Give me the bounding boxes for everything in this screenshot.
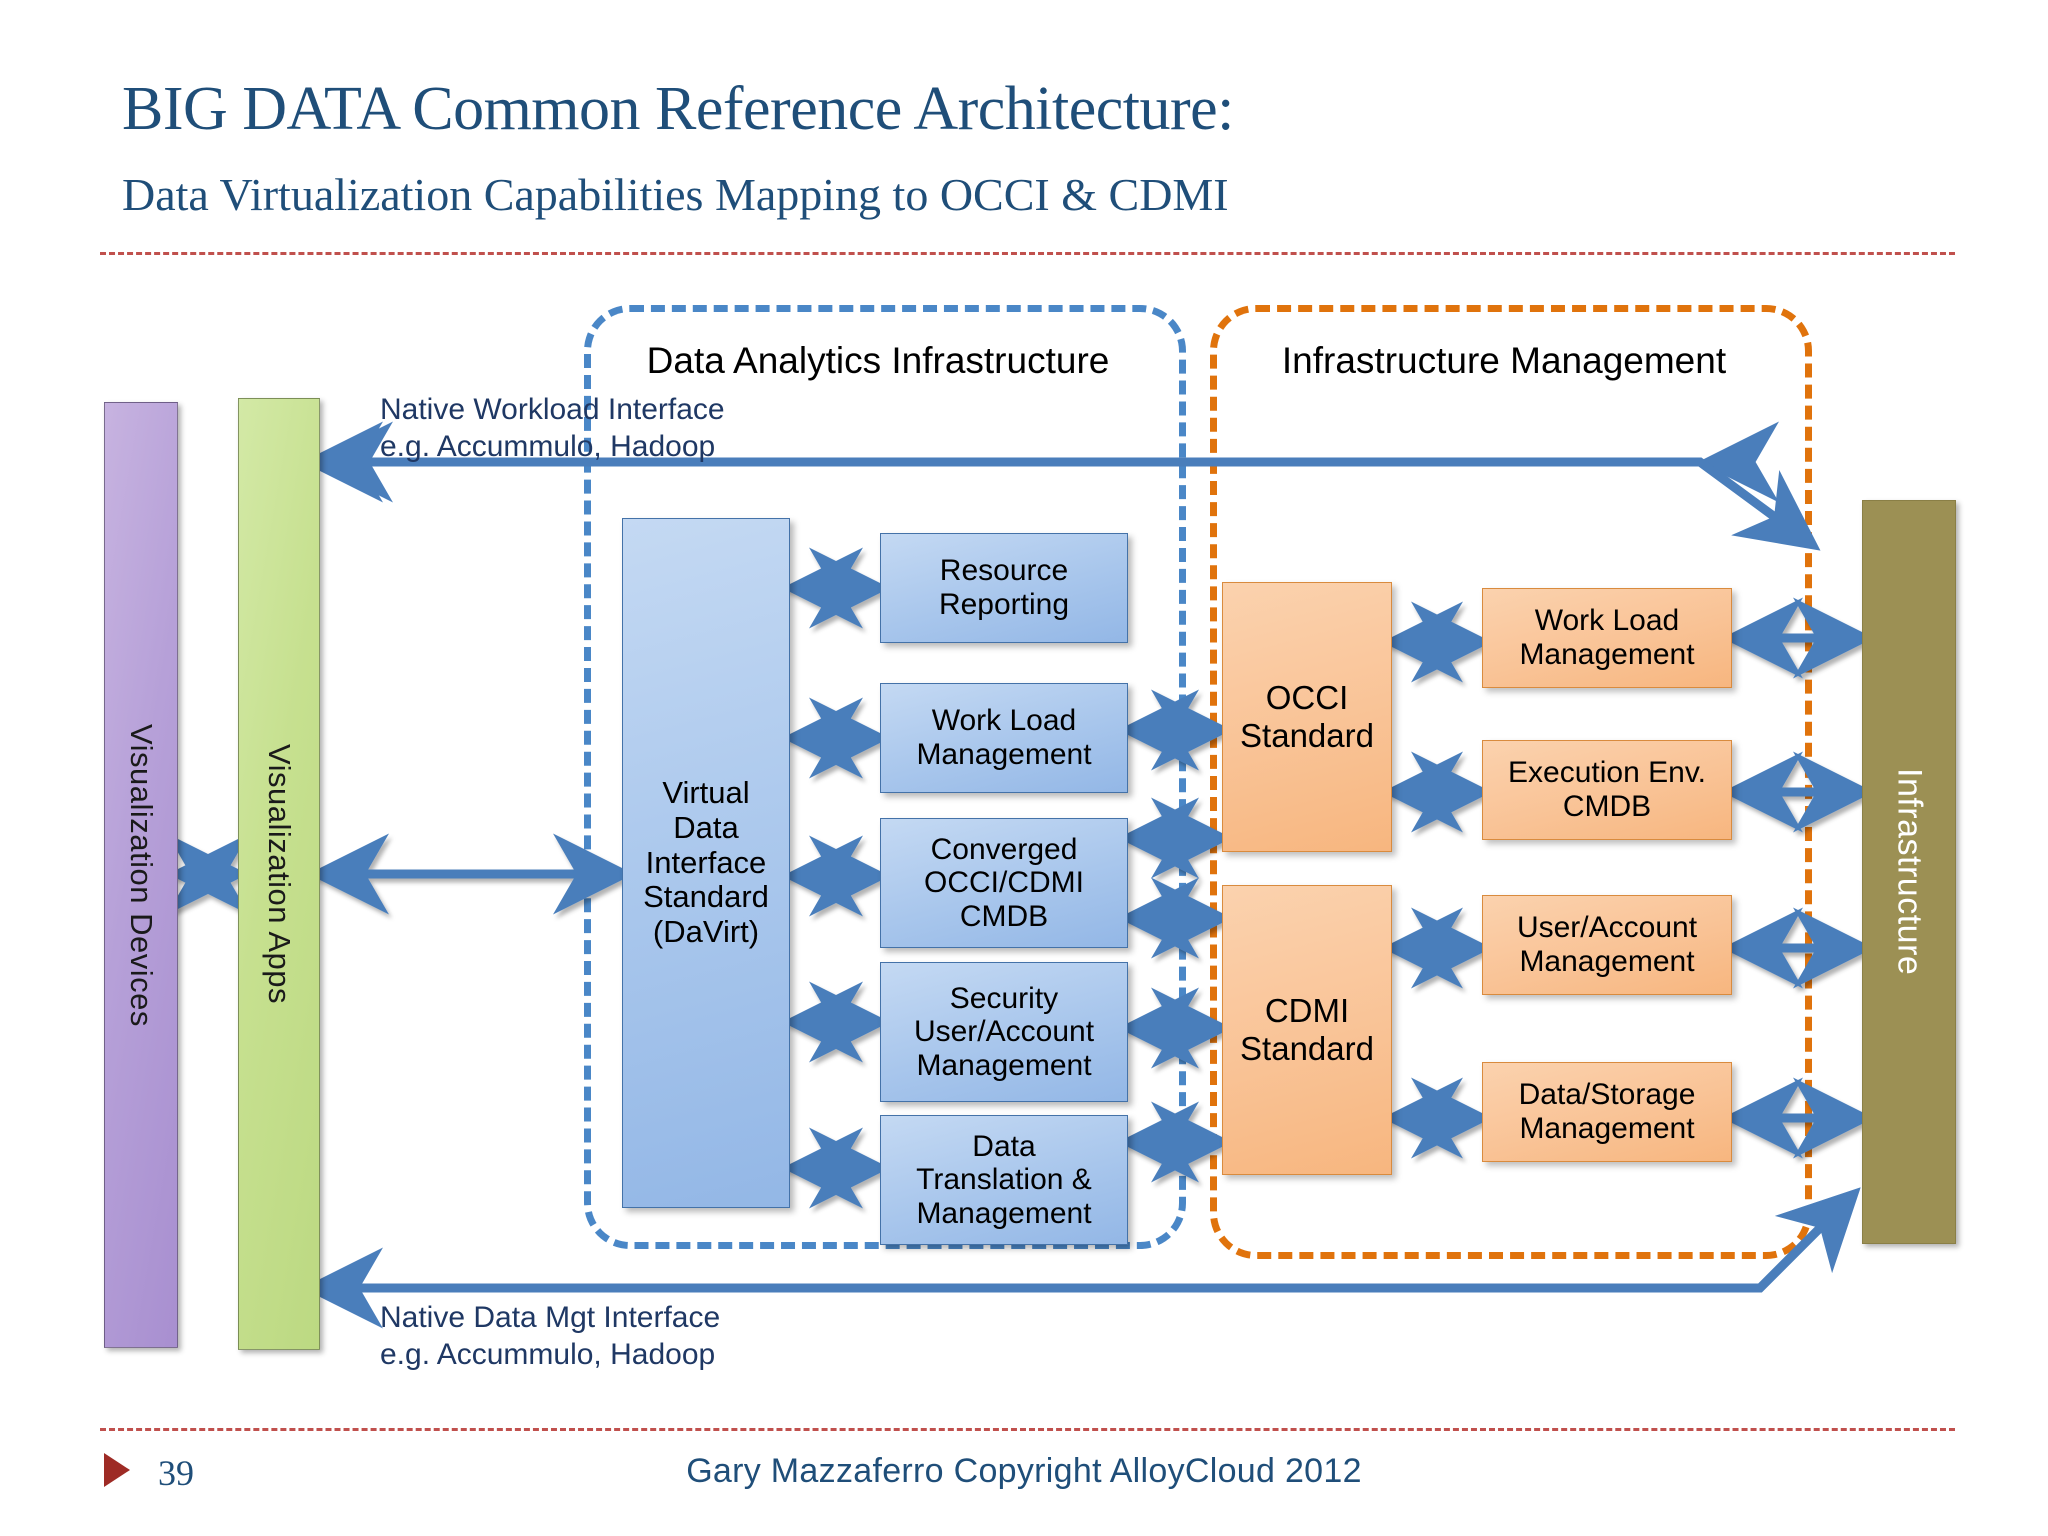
box-work-load-management[interactable]: Work Load Management bbox=[880, 683, 1128, 793]
footer-divider bbox=[100, 1428, 1955, 1431]
annotation-native-workload-interface: Native Workload Interface e.g. Accummulo… bbox=[380, 393, 725, 463]
page-title: BIG DATA Common Reference Architecture: bbox=[122, 75, 1234, 143]
bar-visualization-devices-label: Visualization Devices bbox=[124, 723, 159, 1027]
region-label-data-analytics: Data Analytics Infrastructure bbox=[646, 340, 1110, 381]
page-number: 39 bbox=[158, 1453, 194, 1493]
box-occi-standard[interactable]: OCCI Standard bbox=[1222, 582, 1392, 852]
box-data-storage-management[interactable]: Data/Storage Management bbox=[1482, 1062, 1732, 1162]
box-converged-occi-cdmi-cmdb[interactable]: Converged OCCI/CDMI CMDB bbox=[880, 818, 1128, 948]
bar-visualization-devices[interactable]: Visualization Devices bbox=[104, 402, 178, 1348]
header-divider bbox=[100, 252, 1955, 255]
box-cdmi-standard[interactable]: CDMI Standard bbox=[1222, 885, 1392, 1175]
bar-infrastructure-label: Infrastructure bbox=[1890, 768, 1929, 976]
bar-visualization-apps[interactable]: Visualization Apps bbox=[238, 398, 320, 1350]
page-marker-triangle-icon bbox=[104, 1453, 130, 1487]
region-label-infra-management: Infrastructure Management bbox=[1281, 340, 1727, 381]
box-virtual-data-interface-standard[interactable]: Virtual Data Interface Standard (DaVirt) bbox=[622, 518, 790, 1208]
page-subtitle: Data Virtualization Capabilities Mapping… bbox=[122, 169, 1229, 220]
annotation-native-data-mgt-interface: Native Data Mgt Interface e.g. Accummulo… bbox=[380, 1301, 721, 1371]
footer-credit: Gary Mazzaferro Copyright AlloyCloud 201… bbox=[686, 1452, 1362, 1490]
box-data-translation-management[interactable]: Data Translation & Management bbox=[880, 1115, 1128, 1245]
bar-infrastructure[interactable]: Infrastructure bbox=[1862, 500, 1956, 1244]
bar-visualization-apps-label: Visualization Apps bbox=[262, 743, 297, 1005]
box-im-work-load-management[interactable]: Work Load Management bbox=[1482, 588, 1732, 688]
box-user-account-management[interactable]: User/Account Management bbox=[1482, 895, 1732, 995]
box-execution-env-cmdb[interactable]: Execution Env. CMDB bbox=[1482, 740, 1732, 840]
box-resource-reporting[interactable]: Resource Reporting bbox=[880, 533, 1128, 643]
box-security-user-account-management[interactable]: Security User/Account Management bbox=[880, 962, 1128, 1102]
